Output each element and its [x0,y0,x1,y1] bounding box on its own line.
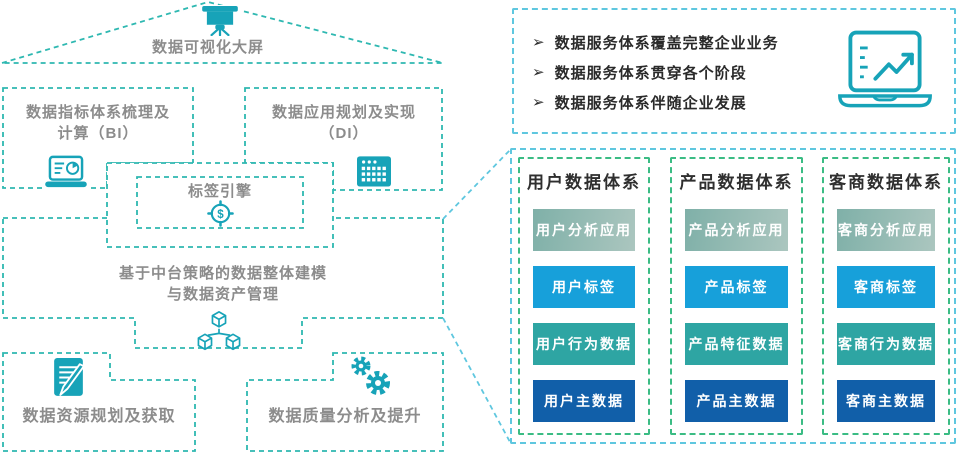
connector-line-bottom [442,317,511,443]
roof-title: 数据可视化大屏 [151,39,264,56]
bullet-arrow-icon: ➢ [532,93,545,111]
column-title: 用户数据体系 [527,173,641,192]
bi-box-label: 数据指标体系梳理及 计算（BI） [25,104,170,142]
column-product-data-system: 产品数据体系 产品分析应用 产品标签 产品特征数据 产品主数据 [670,157,803,435]
data-systems-panel [510,148,956,444]
service-points-panel: ➢ 数据服务体系覆盖完整企业业务 ➢ 数据服务体系贯穿各个阶段 ➢ 数据服务体系… [512,8,956,134]
svg-text:$: $ [217,208,224,220]
system-box: 客商标签 [837,266,935,308]
service-point-text: 数据服务体系伴随企业发展 [554,94,747,112]
quality-box-label: 数据质量分析及提升 [268,408,422,425]
di-box-label: 数据应用规划及实现 （DI） [271,104,416,142]
laptop-chart-icon [832,26,938,118]
resource-box-label: 数据资源规划及获取 [22,408,176,425]
bullet-arrow-icon: ➢ [532,33,545,51]
column-user-data-system: 用户数据体系 用户分析应用 用户标签 用户行为数据 用户主数据 [518,157,650,435]
system-box: 用户分析应用 [533,209,635,251]
connector-line-top [442,149,511,220]
bullet-arrow-icon: ➢ [532,63,545,81]
system-box: 用户主数据 [533,380,635,422]
service-point-text: 数据服务体系贯穿各个阶段 [554,64,747,82]
column-title: 客商数据体系 [829,173,943,192]
service-point-row: ➢ 数据服务体系伴随企业发展 [532,89,747,115]
system-box: 产品分析应用 [685,209,788,251]
core-box-label: 基于中台策略的数据整体建模 与数据资产管理 [118,265,327,303]
service-point-row: ➢ 数据服务体系覆盖完整企业业务 [532,29,779,55]
presentation-screen-icon [199,5,241,37]
system-box: 用户标签 [533,266,635,308]
quality-box-outline [246,352,444,452]
laptop-bi-icon [42,155,90,189]
tag-engine-label: 标签引擎 [187,183,252,200]
column-merchant-data-system: 客商数据体系 客商分析应用 客商标签 客商行为数据 客商主数据 [822,157,950,435]
system-box: 客商行为数据 [837,323,935,365]
resource-box-outline [2,352,196,452]
system-box: 用户行为数据 [533,323,635,365]
gears-icon [346,353,396,401]
target-dollar-icon: $ [206,199,234,227]
document-pen-icon [48,357,88,399]
service-point-text: 数据服务体系覆盖完整企业业务 [554,34,779,52]
system-box: 客商分析应用 [837,209,935,251]
system-box: 产品标签 [685,266,788,308]
calculator-grid-icon [355,152,393,188]
service-point-row: ➢ 数据服务体系贯穿各个阶段 [532,59,747,85]
system-box: 产品特征数据 [685,323,788,365]
system-box: 产品主数据 [685,380,788,422]
system-box: 客商主数据 [837,380,935,422]
cubes-icon [193,309,245,353]
column-title: 产品数据体系 [679,173,794,192]
